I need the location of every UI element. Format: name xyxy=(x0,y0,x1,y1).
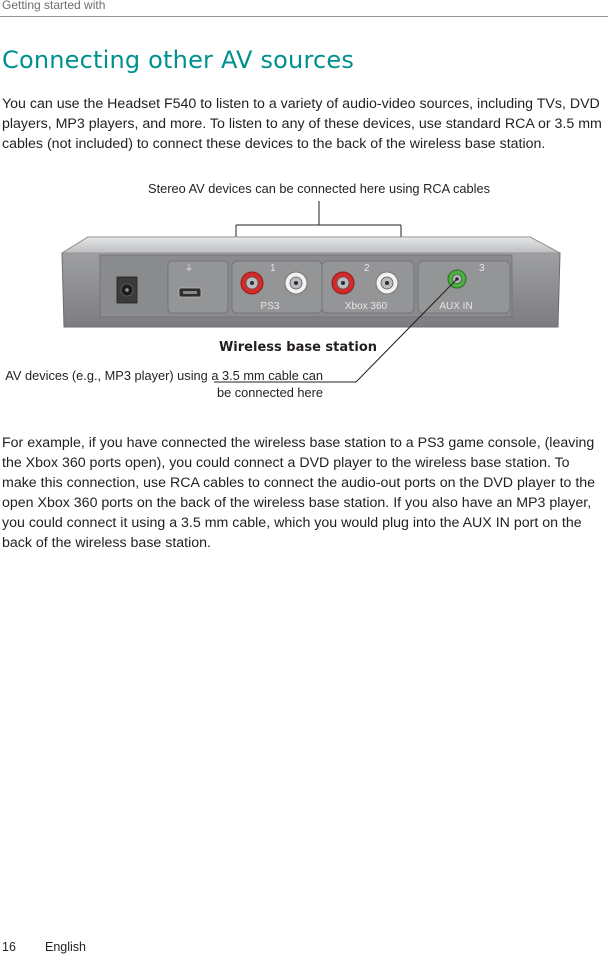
footer-language: English xyxy=(45,940,86,954)
rca-white-jack-2 xyxy=(375,271,399,295)
port-number-3: 3 xyxy=(479,263,485,274)
aux-callout-line1: AV devices (e.g., MP3 player) using a 3.… xyxy=(5,368,323,383)
port-group-xbox360: 2 Xbox 360 xyxy=(321,260,415,314)
port-group-ps3: 1 PS3 xyxy=(231,260,323,314)
header-rule xyxy=(0,16,608,17)
port-label-aux-in: AUX IN xyxy=(439,301,472,312)
section-title: Connecting other AV sources xyxy=(2,46,355,74)
example-paragraph: For example, if you have connected the w… xyxy=(2,435,596,551)
rca-callout: Stereo AV devices can be connected here … xyxy=(148,181,490,196)
base-station-diagram: Stereo AV devices can be connected here … xyxy=(5,181,561,400)
page-number: 16 xyxy=(2,940,16,954)
port-number-2: 2 xyxy=(364,263,370,274)
power-jack xyxy=(116,276,138,304)
port-label-xbox360: Xbox 360 xyxy=(345,301,388,312)
aux-callout-leader xyxy=(214,278,458,383)
rca-white-jack-1 xyxy=(284,271,308,295)
intro-paragraph: You can use the Headset F540 to listen t… xyxy=(2,96,602,152)
port-label-ps3: PS3 xyxy=(261,301,280,312)
usb-port: ⏚ xyxy=(167,260,229,314)
svg-text:⏚: ⏚ xyxy=(184,263,193,274)
port-number-1: 1 xyxy=(270,263,276,274)
running-head: Getting started with xyxy=(2,0,106,12)
rca-red-jack-1 xyxy=(240,271,264,295)
aux-callout-line2: be connected here xyxy=(217,385,323,400)
rca-red-jack-2 xyxy=(331,271,355,295)
diagram-caption: Wireless base station xyxy=(219,340,377,355)
